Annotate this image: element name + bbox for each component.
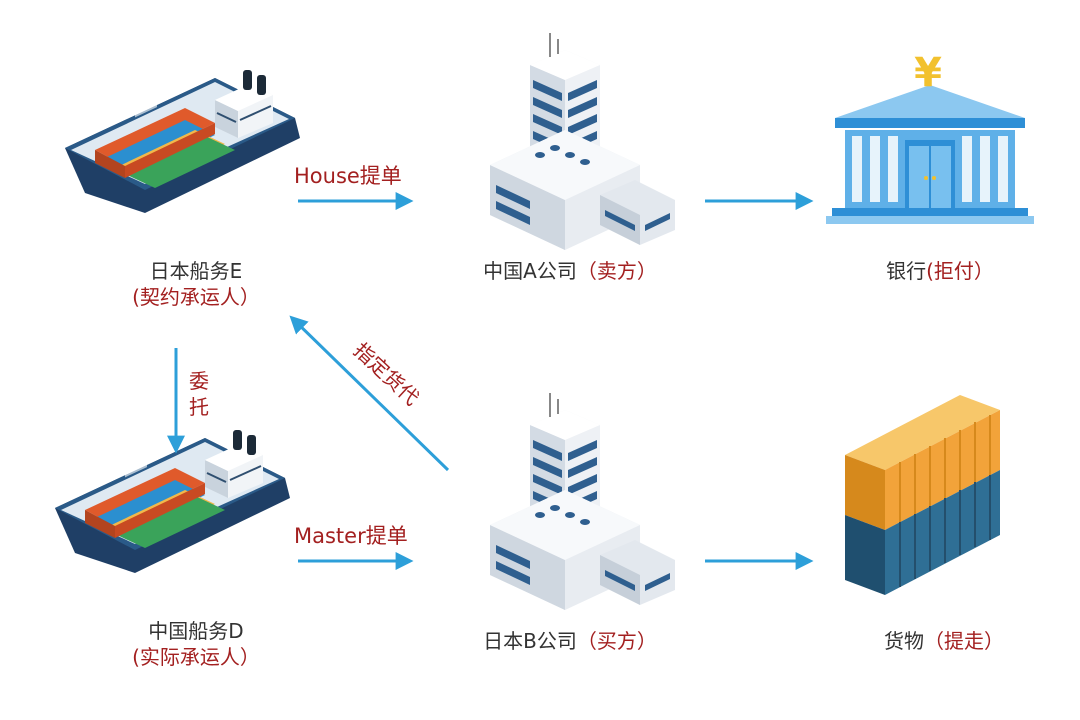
company-b-name: 日本B公司 <box>483 629 577 653</box>
company-b-role: （买方） <box>576 629 657 653</box>
ship-d-role: (实际承运人） <box>132 645 260 669</box>
company-a-label: 中国A公司（卖方） <box>483 258 657 284</box>
entrust-label: 委 托 <box>188 368 210 420</box>
ship-d-name: 中国船务D <box>148 619 244 643</box>
company-b-label: 日本B公司（买方） <box>483 628 657 654</box>
company-a-building-icon <box>489 32 676 251</box>
house-bl-label: House提单 <box>294 164 402 188</box>
ship-e-name: 日本船务E <box>149 259 243 283</box>
ship-d-icon <box>54 429 291 574</box>
goods-role: （提走） <box>924 629 1004 653</box>
bank-role: (拒付） <box>926 259 994 283</box>
bank-name: 银行 <box>886 259 927 283</box>
company-a-name: 中国A公司 <box>483 259 577 283</box>
entrust-char-1: 委 <box>189 369 209 393</box>
entrust-char-2: 托 <box>189 395 209 419</box>
ship-e-label: 日本船务E (契约承运人） <box>132 258 260 310</box>
goods-label: 货物（提走） <box>884 628 1004 654</box>
goods-name: 货物 <box>884 629 924 653</box>
arrow-company-b-to-ship-e <box>289 315 450 472</box>
company-b-building-icon <box>489 392 676 611</box>
ship-d-label: 中国船务D (实际承运人） <box>132 618 260 670</box>
company-a-role: （卖方） <box>576 259 657 283</box>
containers-icon <box>845 395 1000 595</box>
ship-e-role: (契约承运人） <box>132 285 260 309</box>
ship-e-icon <box>64 69 301 214</box>
yen-icon: ¥ <box>914 50 942 96</box>
bank-icon: ¥ <box>826 50 1034 224</box>
master-bl-label: Master提单 <box>294 524 408 548</box>
bank-label: 银行(拒付） <box>886 258 994 284</box>
